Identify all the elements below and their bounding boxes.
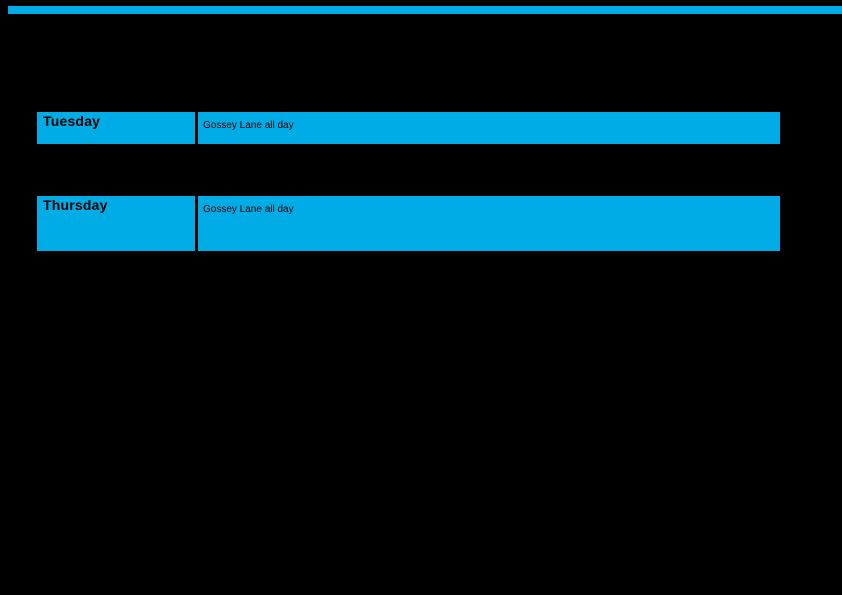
day-label: Tuesday: [43, 113, 101, 129]
detail-text: Gossey Lane all day: [203, 120, 294, 131]
detail-cell: Gossey Lane all day: [198, 110, 780, 146]
day-cell: Tuesday: [35, 110, 198, 146]
detail-cell: Gossey Lane all day: [198, 194, 780, 253]
day-label: Thursday: [43, 197, 108, 213]
day-cell: Thursday: [35, 194, 198, 253]
schedule-row-tuesday: Tuesday Gossey Lane all day: [35, 110, 780, 146]
detail-text: Gossey Lane all day: [203, 204, 294, 215]
clipped-row-fragment: [8, 6, 842, 14]
schedule-row-thursday: Thursday Gossey Lane all day: [35, 194, 780, 253]
